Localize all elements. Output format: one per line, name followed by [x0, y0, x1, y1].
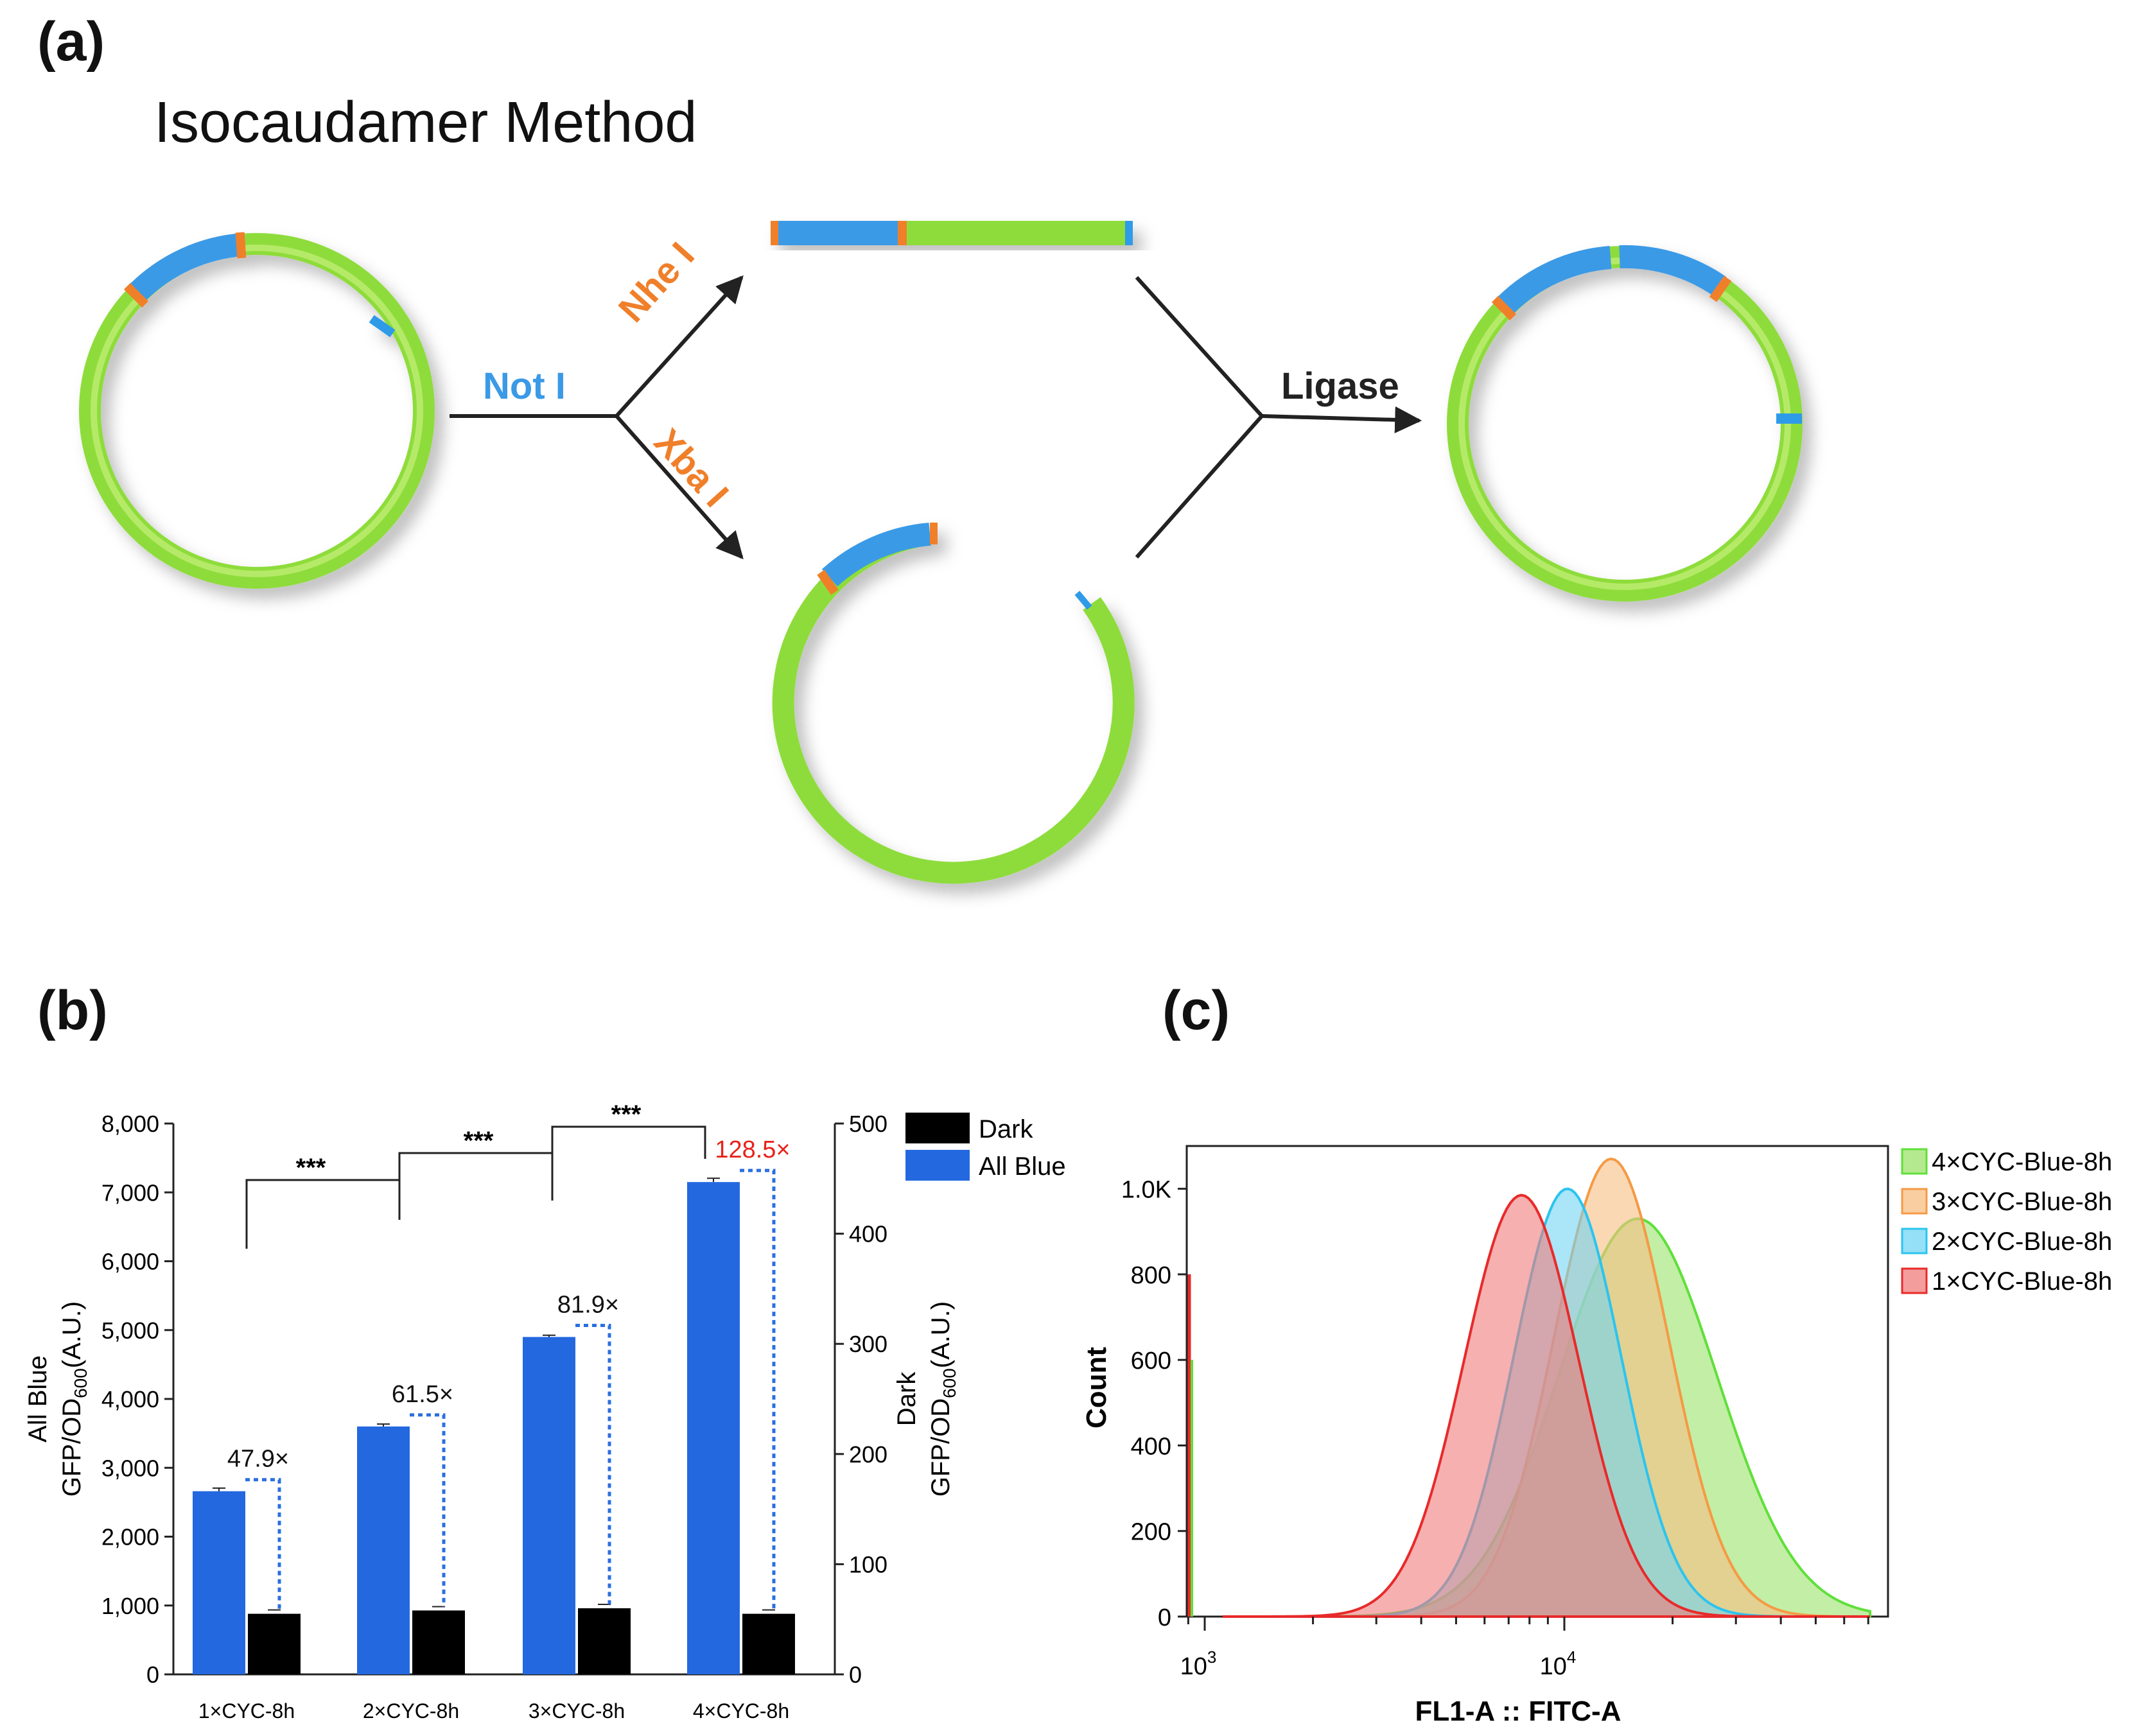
significance-stars: ***	[296, 1154, 326, 1182]
right-tick-label: 200	[849, 1441, 887, 1468]
legend-label: 4×CYC-Blue-8h	[1932, 1148, 2112, 1176]
isocaudamer-diagram	[79, 221, 1803, 884]
y-tick-label: 0	[1158, 1604, 1171, 1631]
legend-label: 3×CYC-Blue-8h	[1932, 1188, 2112, 1216]
panel-label-a: (a)	[37, 11, 105, 73]
y-tick-label: 1.0K	[1121, 1177, 1171, 1204]
panel-label-b: (b)	[37, 980, 108, 1041]
x-tick-label: 1×CYC-8h	[198, 1699, 295, 1723]
x-tick-base: 10	[1180, 1653, 1207, 1680]
right-axis-title-line1: Dark	[893, 1371, 921, 1426]
left-tick-label: 1,000	[101, 1593, 159, 1619]
join-top	[1135, 275, 1264, 418]
right-tick-label: 400	[849, 1221, 887, 1247]
x-tick-label: 103	[1180, 1647, 1217, 1680]
significance-bracket	[551, 1125, 706, 1201]
left-axis-title-line2: GFP/OD600(A.U.)	[58, 1301, 91, 1497]
join-bottom	[1135, 415, 1264, 559]
x-tick-label: 4×CYC-8h	[693, 1699, 789, 1723]
panel-label-c: (c)	[1162, 980, 1230, 1041]
legend-label-all-blue: All Blue	[979, 1152, 1066, 1181]
bar-dark	[742, 1613, 795, 1674]
histogram-1x	[1223, 1194, 1870, 1618]
arrow-nhe	[615, 275, 744, 418]
linear-fragment	[771, 221, 1133, 245]
bar-all-blue	[357, 1426, 410, 1674]
x-tick-base: 10	[1540, 1653, 1567, 1680]
ligase-label: Ligase	[1281, 365, 1399, 407]
left-tick-label: 3,000	[101, 1455, 159, 1481]
right-axis-title-sub: 600	[940, 1368, 959, 1398]
x-tick-exp: 4	[1567, 1647, 1576, 1667]
y-axis-title: Count	[1081, 1347, 1112, 1428]
fold-label: 47.9×	[227, 1446, 289, 1473]
left-axis-title-unit: (A.U.)	[58, 1301, 86, 1368]
fold-label: 81.9×	[557, 1291, 619, 1318]
left-axis-title-main: GFP/OD	[58, 1398, 86, 1497]
arrow-xba	[615, 415, 744, 560]
left-tick-label: 5,000	[101, 1317, 159, 1344]
left-axis-title-sub: 600	[71, 1368, 91, 1398]
x-tick-label: 3×CYC-8h	[529, 1699, 625, 1723]
bar-all-blue	[687, 1182, 740, 1674]
left-plasmid	[79, 232, 435, 589]
bar-dark	[412, 1610, 465, 1674]
method-title: Isocaudamer Method	[154, 91, 697, 155]
legend-swatch-all-blue	[905, 1150, 970, 1181]
legend-swatch	[1901, 1228, 1928, 1254]
left-tick-label: 4,000	[101, 1386, 159, 1412]
right-tick-label: 100	[849, 1551, 887, 1577]
left-tick-label: 7,000	[101, 1179, 159, 1206]
legend-label: 1×CYC-Blue-8h	[1932, 1267, 2112, 1296]
right-plasmid	[1447, 245, 1803, 602]
legend-swatch	[1901, 1267, 1928, 1294]
enzyme-not-label: Not I	[483, 365, 566, 407]
fold-bracket	[410, 1413, 446, 1607]
left-tick-label: 2,000	[101, 1524, 159, 1550]
bar-all-blue	[523, 1337, 575, 1674]
legend-label: 2×CYC-Blue-8h	[1932, 1228, 2112, 1256]
y-tick-label: 400	[1131, 1433, 1171, 1460]
x-axis-title: FL1-A :: FITC-A	[1415, 1696, 1621, 1727]
right-axis-title-main: GFP/OD	[927, 1398, 955, 1497]
y-tick-label: 800	[1131, 1262, 1171, 1289]
fold-label: 128.5×	[715, 1136, 790, 1163]
fold-bracket	[740, 1168, 776, 1610]
x-tick-label: 2×CYC-8h	[363, 1699, 459, 1723]
left-tick-label: 0	[146, 1662, 159, 1688]
legend-swatch	[1901, 1188, 1928, 1215]
x-tick-label: 104	[1540, 1647, 1577, 1680]
bar-dark	[578, 1608, 631, 1674]
legend-label-dark: Dark	[979, 1115, 1033, 1143]
left-tick-label: 6,000	[101, 1249, 159, 1275]
fold-bracket	[575, 1323, 611, 1605]
right-axis-title-line2: GFP/OD600(A.U.)	[927, 1301, 959, 1497]
y-tick-label: 200	[1131, 1519, 1171, 1546]
right-tick-label: 0	[849, 1662, 862, 1688]
y-tick-label: 600	[1131, 1348, 1171, 1375]
legend-swatch	[1901, 1148, 1928, 1175]
opened-vector	[772, 523, 1135, 884]
arrow-ligase	[1261, 406, 1422, 433]
right-axis-title-unit: (A.U.)	[927, 1301, 955, 1368]
right-tick-label: 500	[849, 1111, 887, 1137]
bar-all-blue	[193, 1491, 245, 1674]
right-tick-label: 300	[849, 1331, 887, 1357]
significance-stars: ***	[464, 1127, 494, 1155]
significance-stars: ***	[611, 1100, 642, 1129]
x-tick-exp: 3	[1207, 1647, 1216, 1667]
left-axis-title-line1: All Blue	[24, 1355, 52, 1443]
legend-swatch-dark	[905, 1113, 970, 1143]
left-tick-label: 8,000	[101, 1111, 159, 1137]
fold-label: 61.5×	[392, 1381, 453, 1408]
bar-dark	[248, 1613, 301, 1674]
fold-bracket	[245, 1478, 281, 1610]
